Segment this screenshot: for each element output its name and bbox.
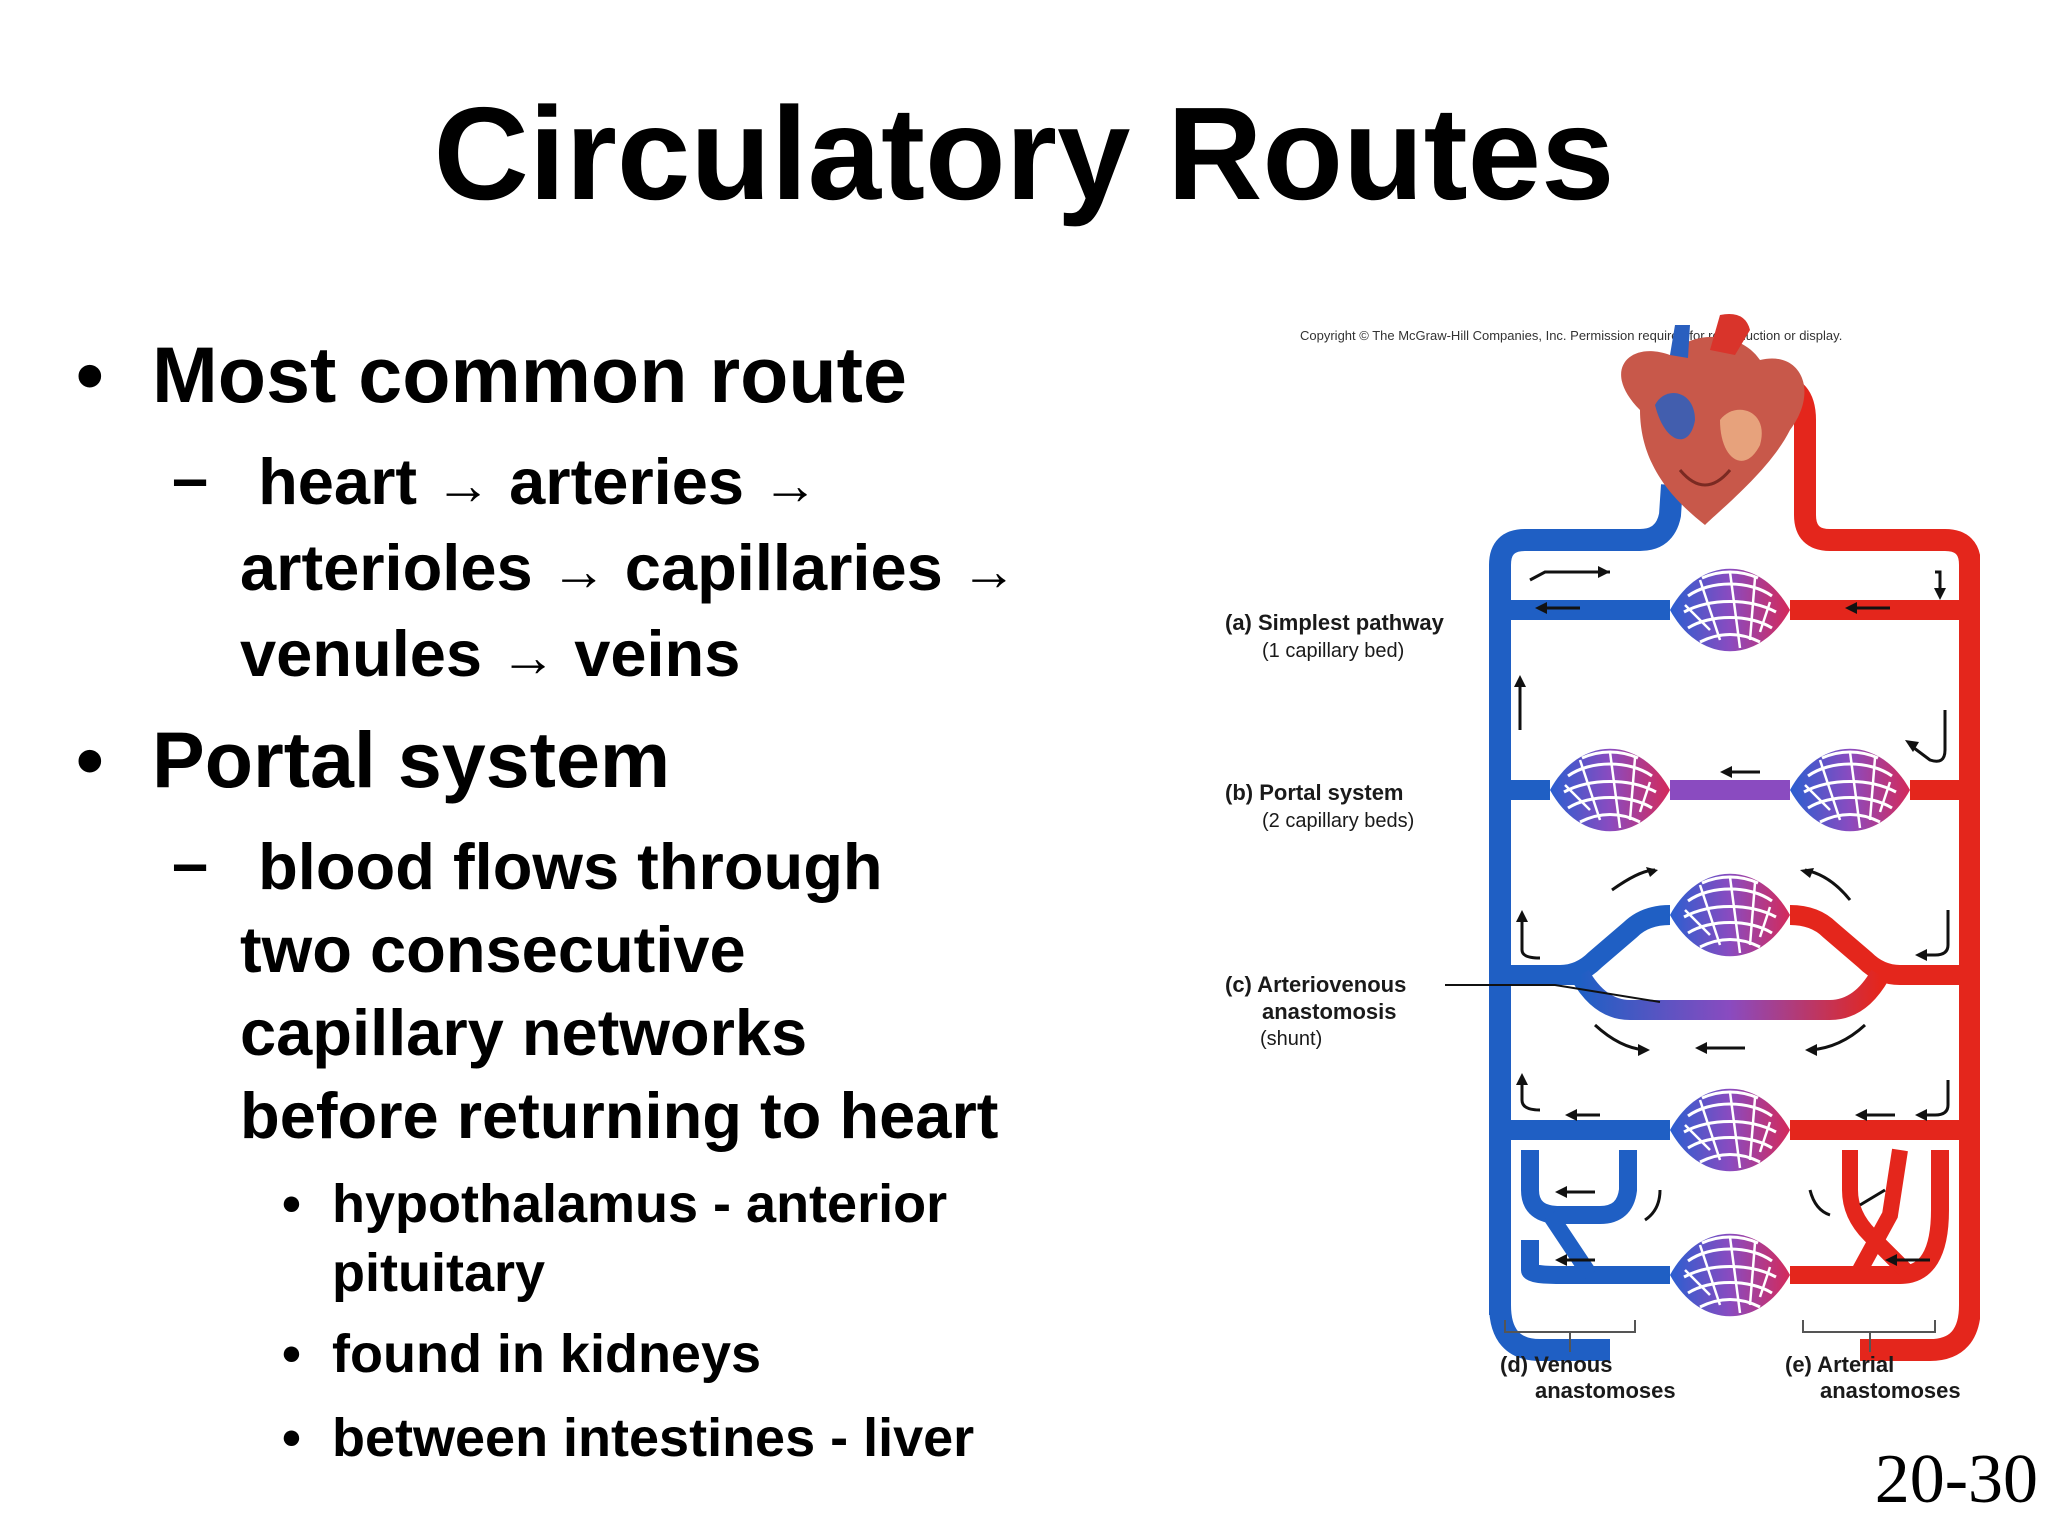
route-veins: veins (574, 617, 741, 690)
label-b-title: (b) Portal system (1225, 780, 1404, 805)
route-venules: venules (240, 617, 483, 690)
route-a-simplest-pathway (1500, 566, 1970, 653)
sub-sub-text: hypothalamus - anterior (332, 1174, 948, 1234)
label-d-title: (d) Venous (1500, 1352, 1612, 1377)
route-b-portal-system (1500, 675, 1970, 833)
label-a-sub: (1 capillary bed) (1262, 640, 1404, 662)
route-c-arteriovenous-anastomosis (1445, 867, 1970, 1056)
bullet-dot: • (282, 1174, 301, 1234)
page-number: 20-30 (1874, 1441, 2038, 1518)
route-line-2: arterioles → capillaries → (240, 526, 1017, 612)
portal-line: before returning to heart (240, 1079, 999, 1152)
heart-icon (1621, 314, 1805, 525)
bullet-dot: • (282, 1408, 301, 1468)
route-arterioles: arterioles (240, 531, 533, 604)
label-d-title2: anastomoses (1535, 1378, 1676, 1403)
sub-sub-bullet-kidneys: • found in kidneys (282, 1320, 762, 1389)
bullet-portal-system: • Portal system (76, 715, 671, 806)
arrow-icon: → (550, 539, 607, 602)
arrow-icon: → (435, 453, 492, 516)
label-e-title: (e) Arterial (1785, 1352, 1894, 1377)
arrow-icon: → (762, 453, 819, 516)
bullet-text: Portal system (152, 715, 671, 804)
sub-bullet-route: – heart → arteries → arterioles → capill… (172, 440, 1017, 698)
label-a-title: (a) Simplest pathway (1225, 610, 1445, 635)
bullet-dot: • (76, 330, 104, 419)
sub-sub-text: between intestines - liver (332, 1408, 975, 1468)
sub-sub-bullet-hypothalamus: • hypothalamus - anterior pituitary (282, 1170, 948, 1308)
label-e-title2: anastomoses (1820, 1378, 1961, 1403)
route-line-1: heart → arteries → (240, 440, 1017, 526)
bracket-arterial (1802, 1320, 1936, 1352)
sub-bullet-portal: – blood flows through two consecutive ca… (172, 825, 999, 1157)
route-line-3: venules → veins (240, 612, 1017, 698)
bullet-text: Most common route (152, 330, 907, 419)
portal-line: capillary networks (240, 996, 808, 1069)
vein-trunk (1489, 484, 1683, 1315)
artery-bottom-curve (1860, 1304, 1980, 1361)
label-c-title: (c) Arteriovenous (1225, 972, 1406, 997)
sub-bullet-dash: – (172, 441, 209, 514)
label-b-sub: (2 capillary beds) (1262, 810, 1414, 832)
route-d-e-anastomoses (1500, 1073, 1970, 1318)
bullet-dot: • (76, 715, 104, 804)
arrow-icon: → (960, 539, 1017, 602)
slide-title: Circulatory Routes (433, 80, 1615, 227)
label-c-title2: anastomosis (1262, 999, 1397, 1024)
portal-line: two consecutive (240, 913, 746, 986)
route-arteries: arteries (509, 445, 745, 518)
sub-bullet-dash: – (172, 826, 209, 899)
sub-sub-text: found in kidneys (332, 1324, 762, 1384)
copyright-notice: Copyright © The McGraw-Hill Companies, I… (1300, 328, 1842, 343)
label-c-sub: (shunt) (1260, 1028, 1322, 1050)
circulatory-routes-diagram: Copyright © The McGraw-Hill Companies, I… (1225, 314, 1980, 1403)
portal-line: blood flows through (258, 830, 883, 903)
sub-sub-text: pituitary (332, 1243, 546, 1303)
sub-sub-bullet-intestines-liver: • between intestines - liver (282, 1404, 975, 1473)
route-heart: heart (258, 445, 418, 518)
vein-bottom-curve (1489, 1304, 1610, 1361)
route-capillaries: capillaries (624, 531, 943, 604)
bullet-dot: • (282, 1324, 301, 1384)
bracket-venous (1504, 1320, 1636, 1352)
bullet-most-common-route: • Most common route (76, 330, 907, 421)
arrow-icon: → (500, 625, 557, 688)
